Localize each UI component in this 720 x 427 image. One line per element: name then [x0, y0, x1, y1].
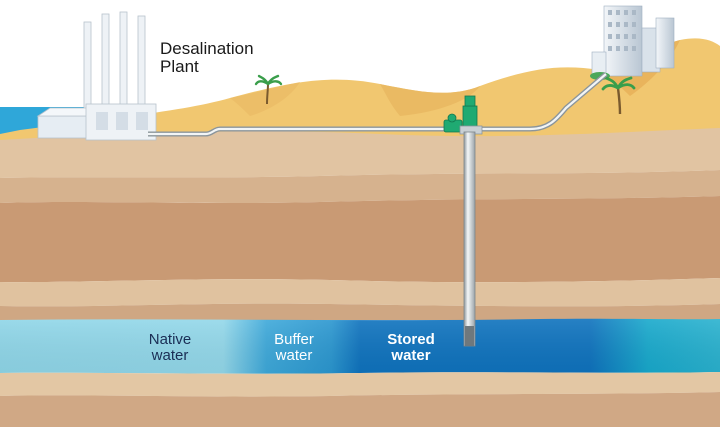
soil-layer — [0, 303, 720, 320]
well-casing — [463, 131, 476, 347]
desalination-plant-label: Desalination Plant — [160, 39, 254, 77]
soil-layer — [0, 170, 720, 203]
soil-layer-top — [0, 128, 720, 178]
soil-layer-bottom — [0, 392, 720, 427]
palm-tree-icon — [254, 74, 283, 105]
dune-shadow — [380, 84, 480, 116]
stored-water-label: Stored water — [387, 331, 435, 365]
palm-tree-icon — [601, 76, 636, 115]
desalination-plant-icon — [36, 11, 157, 141]
buffer-water-label: Buffer water — [274, 331, 314, 365]
aquifer-shading — [0, 318, 720, 374]
soil-layer-bottom — [0, 372, 720, 397]
soil-layer — [0, 278, 720, 307]
soil-layer — [0, 196, 720, 283]
native-water-label: Native water — [148, 331, 192, 365]
pipeline-highlight — [148, 73, 607, 136]
dune-shadow — [230, 82, 300, 116]
well-screen — [465, 326, 474, 346]
wellhead-valve-icon — [443, 95, 483, 135]
city-buildings-icon — [590, 5, 675, 80]
